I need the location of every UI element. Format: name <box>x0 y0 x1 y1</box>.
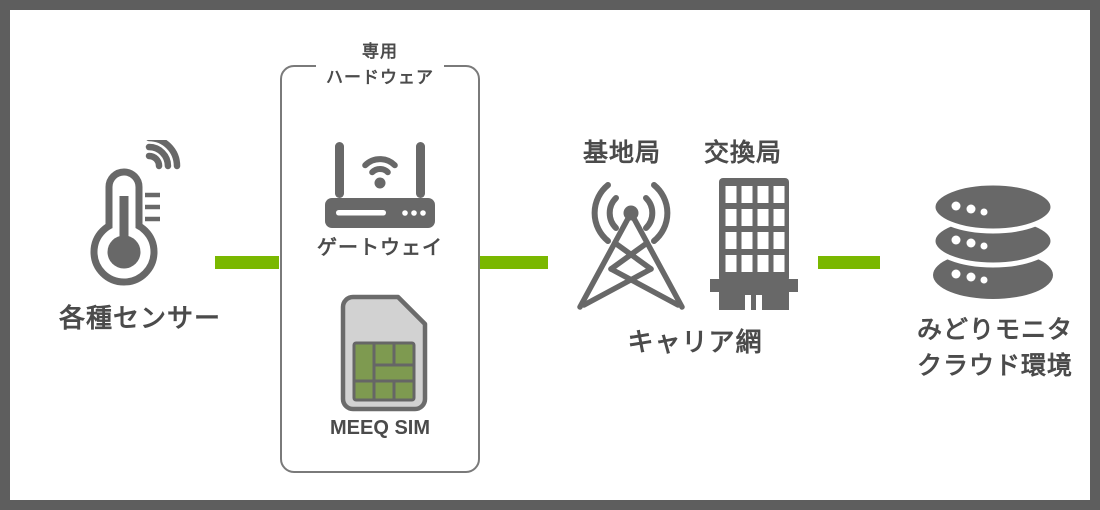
sim-card-icon <box>340 294 428 412</box>
hardware-box-title-line1: 専用 <box>362 42 398 61</box>
exchange-label: 交換局 <box>703 139 782 167</box>
sim-label: MEEQ SIM <box>329 417 430 439</box>
building-icon <box>710 178 798 310</box>
connector-carrier-to-cloud <box>818 256 880 269</box>
gateway-label: ゲートウェイ <box>317 237 443 259</box>
router-icon <box>325 142 435 228</box>
cloud-label-line1: みどりモニタ <box>916 316 1073 344</box>
connector-hardware-to-carrier <box>480 256 548 269</box>
connector-sensor-to-hardware <box>215 256 279 269</box>
cloud-label-line2: クラウド環境 <box>916 352 1073 380</box>
cloud-label: みどりモニタ クラウド環境 <box>905 312 1085 384</box>
hardware-box-title: 専用 ハードウェア <box>316 39 444 91</box>
carrier-network-label: キャリア網 <box>627 327 763 357</box>
hardware-box-title-line2: ハードウェア <box>326 68 434 87</box>
database-icon <box>930 181 1056 299</box>
thermometer-signal-icon <box>90 140 181 286</box>
base-station-label: 基地局 <box>582 139 661 167</box>
sensor-label: 各種センサー <box>58 303 221 333</box>
antenna-tower-icon <box>577 182 685 310</box>
